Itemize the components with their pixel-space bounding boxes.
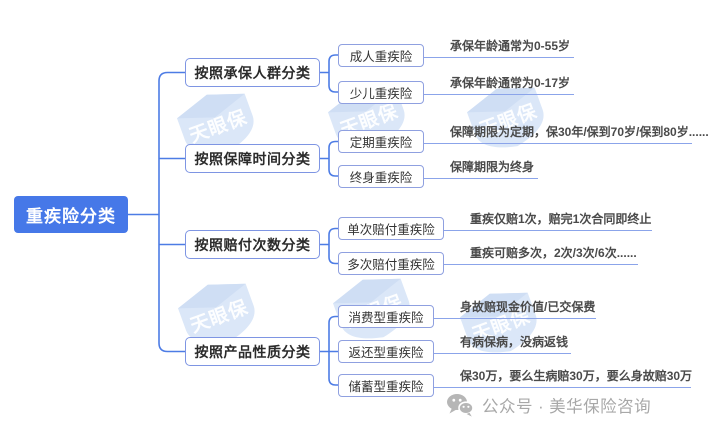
- desc-return: 有病保病，没病返钱: [434, 333, 571, 354]
- footer-label: 公众号 · 美华保险咨询: [482, 398, 652, 416]
- desc-single-pay: 重疾仅赔1次，赔完1次合同即终止: [444, 210, 652, 231]
- leaf-node-adult: 成人重疾险: [338, 43, 424, 67]
- leaf-node-lifetime: 终身重疾险: [338, 164, 424, 188]
- leaf-node-term: 定期重疾险: [338, 130, 424, 153]
- desc-consumption: 身故赔现金价值/已交保费: [434, 298, 596, 319]
- leaf-node-multi-pay: 多次赔付重疾险: [338, 252, 444, 275]
- leaf-node-consumption: 消费型重疾险: [338, 305, 434, 328]
- branch-node-coverage-period: 按照保障时间分类: [185, 144, 320, 173]
- branch-node-insured-group: 按照承保人群分类: [185, 58, 320, 87]
- leaf-node-single-pay: 单次赔付重疾险: [338, 217, 444, 240]
- desc-multi-pay: 重疾可赔多次，2次/3次/6次......: [444, 244, 638, 265]
- desc-lifetime: 保障期限为终身: [424, 158, 538, 179]
- desc-savings: 保30万，要么生病赔30万，要么身故赔30万: [434, 367, 692, 388]
- desc-adult: 承保年龄通常为0-55岁: [424, 37, 574, 58]
- branch-node-payout-times: 按照赔付次数分类: [185, 230, 320, 259]
- leaf-node-child: 少儿重疾险: [338, 80, 424, 104]
- desc-term: 保障期限为定期，保30年/保到70岁/保到80岁......: [424, 123, 709, 144]
- wechat-icon: [447, 394, 474, 417]
- root-node: 重疾险分类: [14, 196, 128, 233]
- leaf-node-return: 返还型重疾险: [338, 340, 434, 363]
- desc-child: 承保年龄通常为0-17岁: [424, 74, 574, 95]
- leaf-node-savings: 储蓄型重疾险: [338, 373, 434, 397]
- footer: 公众号 · 美华保险咨询: [446, 390, 651, 420]
- branch-node-product-nature: 按照产品性质分类: [185, 337, 320, 366]
